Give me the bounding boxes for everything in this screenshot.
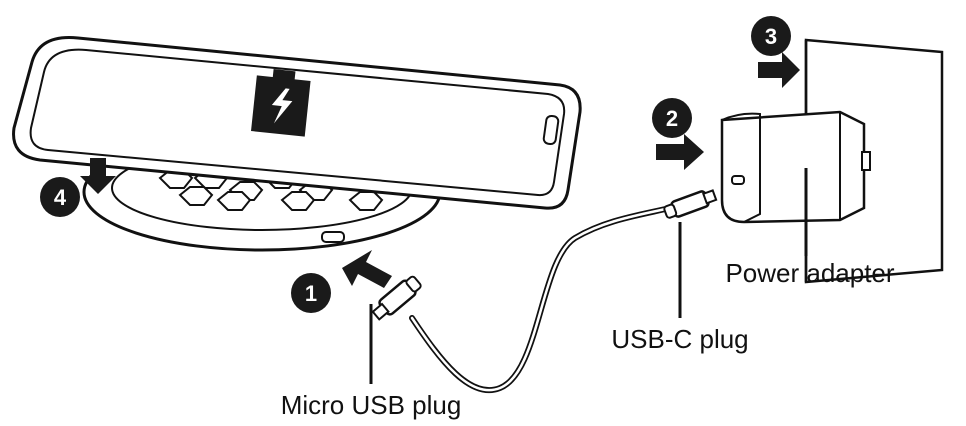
- svg-text:3: 3: [765, 24, 777, 49]
- svg-text:4: 4: [54, 185, 67, 210]
- phone-side-button: [542, 114, 560, 146]
- step-badge-1: 1: [291, 273, 331, 313]
- step-badge-2: 2: [652, 98, 692, 138]
- step-1-arrow: [342, 250, 392, 288]
- smartphone: [12, 36, 582, 210]
- step-badge-4: 4: [40, 177, 80, 217]
- micro-usb-plug-label: Micro USB plug: [281, 390, 462, 420]
- step-2-arrow: [656, 134, 704, 170]
- adapter-usb-c-port: [731, 175, 745, 185]
- pad-micro-usb-port: [321, 231, 345, 243]
- step-badge-3: 3: [751, 16, 791, 56]
- usb-c-plug: [663, 189, 718, 219]
- battery-charging-icon: [251, 69, 311, 137]
- svg-text:1: 1: [305, 281, 317, 306]
- step-4-arrow: [80, 158, 116, 194]
- step-3-arrow: [758, 52, 800, 88]
- power-adapter: [720, 110, 871, 224]
- power-adapter-label: Power adapter: [725, 258, 894, 288]
- svg-text:2: 2: [666, 106, 678, 131]
- micro-usb-plug: [371, 275, 422, 321]
- usb-cable: [409, 205, 673, 393]
- adapter-prongs: [861, 151, 871, 171]
- usb-c-plug-label: USB-C plug: [611, 324, 748, 354]
